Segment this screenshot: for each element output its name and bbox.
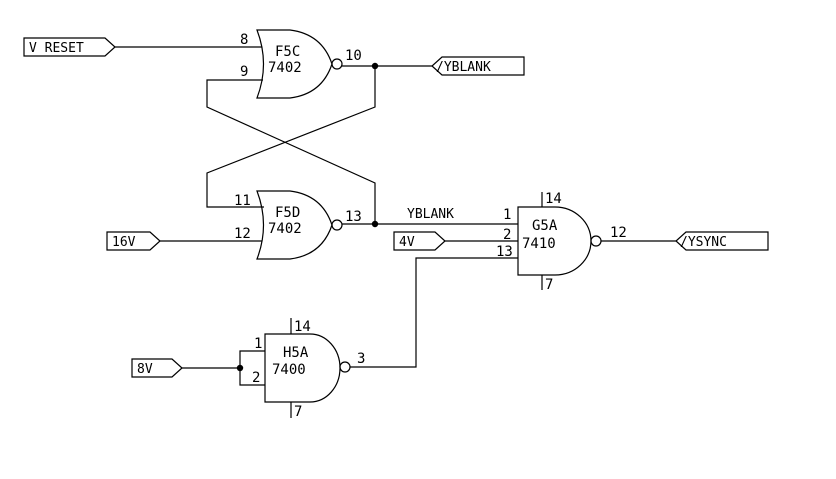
wires [115,46,676,386]
gate-f5c-pin-10: 10 [345,48,362,64]
gate-f5c-part: 7402 [268,60,302,76]
wire-cross-a [206,79,376,224]
gate-h5a-bubble [339,361,351,373]
wire-cross-b [206,66,376,208]
gate-h5a-body [264,333,341,403]
gate-f5c[interactable]: F5C 7402 8 9 10 [240,29,362,99]
gate-g5a-ref: G5A [532,218,558,234]
gate-f5d-part: 7402 [268,221,302,237]
gate-f5d-bubble [331,219,343,231]
gate-h5a-part: 7400 [272,362,306,378]
port-16v-label: 16V [112,235,136,250]
net-label-yblank: YBLANK [407,207,454,222]
gate-g5a-part: 7410 [522,236,556,252]
gate-f5c-pin-8: 8 [240,32,248,48]
gate-f5d[interactable]: F5D 7402 11 12 13 [234,190,362,260]
port-yblank-label: /YBLANK [436,60,491,75]
gate-h5a-pin-14: 14 [294,319,311,335]
wire-h5a-out [350,257,518,368]
gate-f5c-pin-9: 9 [240,64,248,80]
gate-f5d-ref: F5D [275,205,300,221]
port-v-reset[interactable]: V RESET [23,37,116,57]
port-v-reset-label: V RESET [29,41,84,56]
gate-f5d-pin-13: 13 [345,209,362,225]
port-16v[interactable]: 16V [106,231,161,251]
gate-h5a-pin-2: 2 [252,370,260,386]
gate-h5a[interactable]: H5A 7400 14 7 1 2 3 [252,318,365,420]
gate-h5a-ref: H5A [283,345,309,361]
gate-g5a-pin-7: 7 [545,277,553,293]
gate-g5a-pin-13: 13 [496,244,513,260]
junction-dot-8v [236,364,244,372]
gate-f5d-pin-11: 11 [234,193,251,209]
gate-f5c-ref: F5C [275,44,300,60]
gate-h5a-pin-7: 7 [294,404,302,420]
port-8v[interactable]: 8V [131,358,183,378]
gate-f5c-bubble [331,58,343,70]
gate-h5a-pin-1: 1 [254,336,262,352]
port-4v-label: 4V [399,235,415,250]
port-ysync-out[interactable]: /YSYNC [675,231,769,251]
gate-g5a-pin-1: 1 [503,207,511,223]
port-ysync-label: /YSYNC [680,235,727,250]
gate-f5c-body [256,29,333,99]
gate-f5d-body [256,190,333,260]
gate-f5d-pin-12: 12 [234,226,251,242]
gate-g5a[interactable]: G5A 7410 14 7 1 2 13 12 [496,191,627,293]
gate-g5a-pin-12: 12 [610,225,627,241]
junction-dot-yblank-top [371,62,379,70]
port-8v-label: 8V [137,362,153,377]
port-yblank-out[interactable]: /YBLANK [431,56,525,76]
junction-dot-yblank-bottom [371,220,379,228]
gate-g5a-bubble [590,235,602,247]
gate-g5a-pin-2: 2 [503,227,511,243]
gate-g5a-pin-14: 14 [545,191,562,207]
gate-h5a-pin-3: 3 [357,351,365,367]
port-4v[interactable]: 4V [393,231,446,251]
